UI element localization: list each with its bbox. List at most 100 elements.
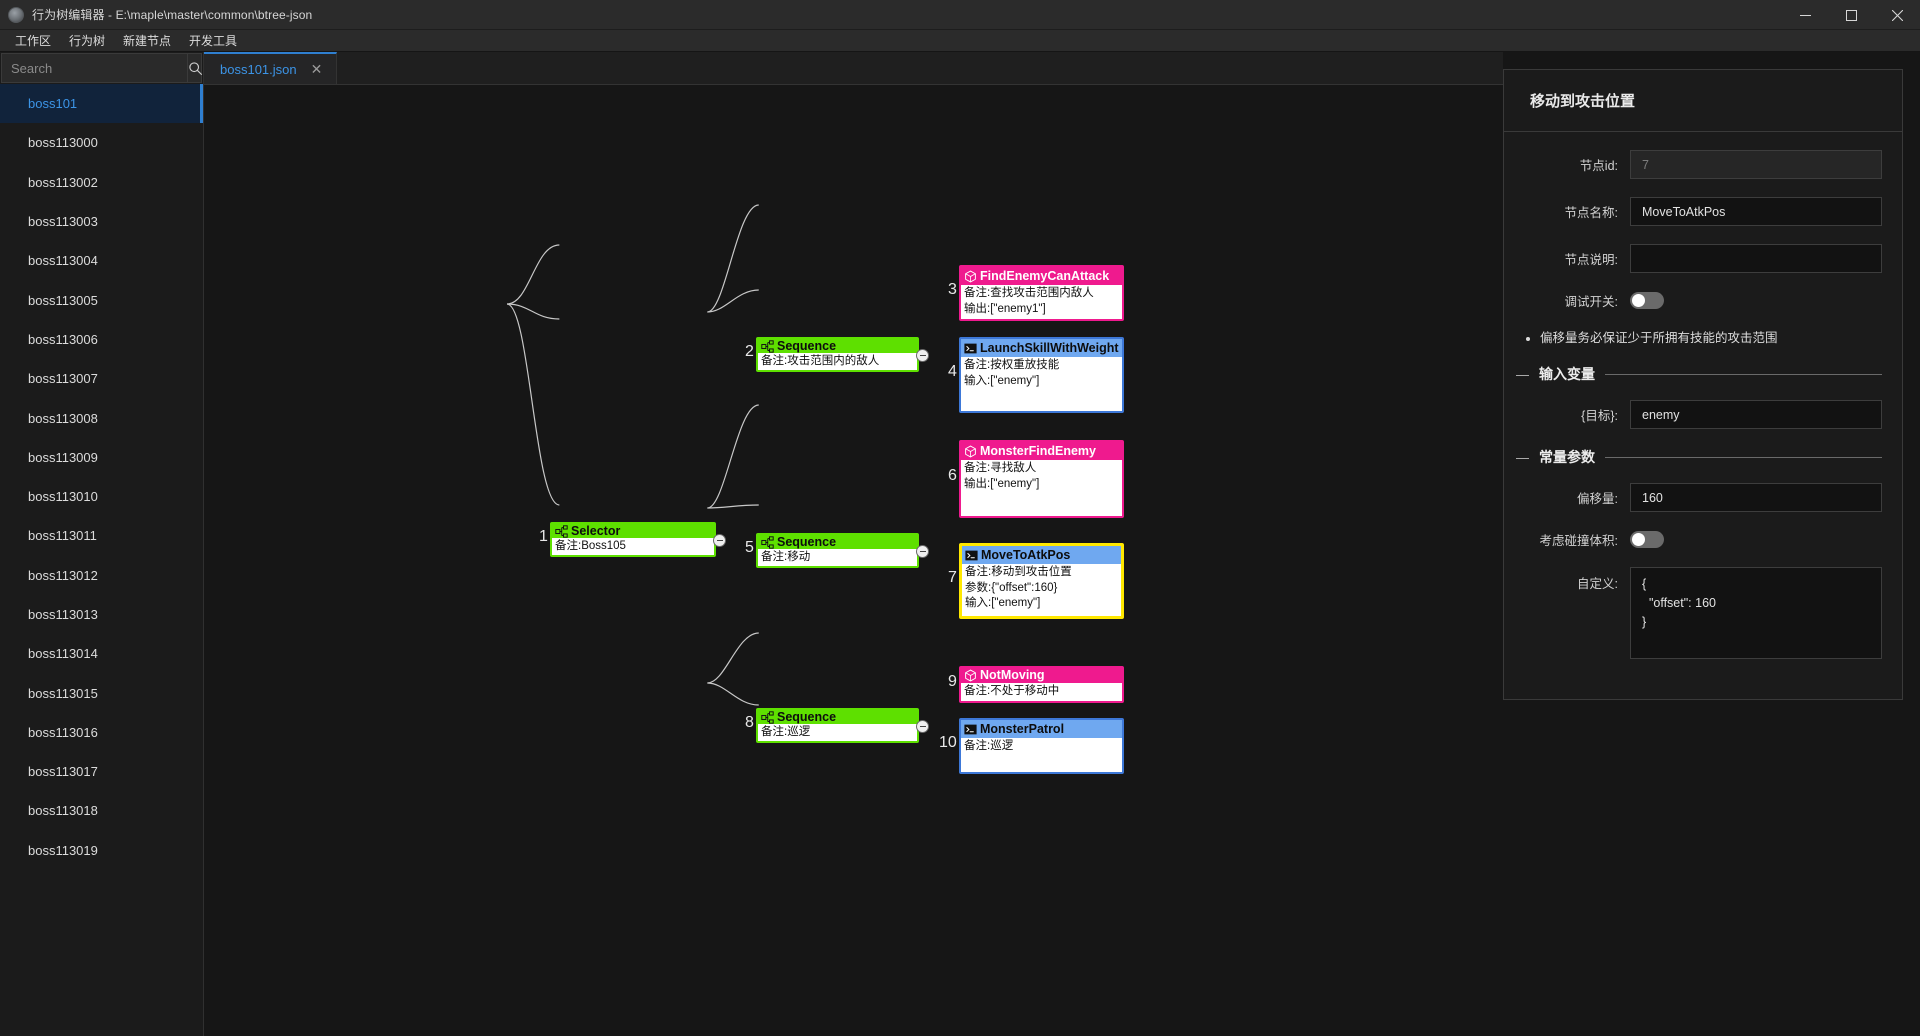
sidebar-item-label: boss113018 xyxy=(28,803,98,819)
field-input[interactable] xyxy=(1630,483,1882,512)
tab-bar: boss101.json ✕ xyxy=(204,52,1503,85)
sidebar-item-label: boss113000 xyxy=(28,135,98,151)
sidebar-item-boss113004[interactable]: boss113004 xyxy=(0,241,203,280)
sidebar-item-boss113007[interactable]: boss113007 xyxy=(0,359,203,398)
sidebar-item-boss113009[interactable]: boss113009 xyxy=(0,438,203,477)
menu-new-node[interactable]: 新建节点 xyxy=(123,34,172,48)
node-line: 备注:移动 xyxy=(761,551,811,563)
node-index: 9 xyxy=(948,672,957,690)
sidebar-item-boss113005[interactable]: boss113005 xyxy=(0,280,203,319)
sidebar-item-label: boss113013 xyxy=(28,607,98,622)
sidebar-item-boss113006[interactable]: boss113006 xyxy=(0,320,203,359)
node-body: 备注:Boss105 xyxy=(552,538,714,555)
collapse-icon[interactable]: — xyxy=(1516,366,1529,382)
node-name-input[interactable] xyxy=(1630,197,1882,226)
tab-close-icon[interactable]: ✕ xyxy=(310,61,323,77)
console-icon xyxy=(965,550,978,560)
minimize-icon xyxy=(1799,14,1811,16)
sidebar-item-boss113002[interactable]: boss113002 xyxy=(0,163,203,202)
menu-workspace[interactable]: 工作区 xyxy=(15,34,52,48)
sidebar-item-boss113008[interactable]: boss113008 xyxy=(0,398,203,437)
field-textarea[interactable] xyxy=(1630,567,1882,659)
collapse-icon[interactable]: — xyxy=(1516,449,1529,465)
node-collapse-port[interactable] xyxy=(916,348,929,362)
sidebar-item-label: boss113011 xyxy=(28,528,97,544)
menu-behaviortree[interactable]: 行为树 xyxy=(69,34,106,48)
sidebar-item-label: boss113002 xyxy=(28,174,98,190)
maximize-icon xyxy=(1845,9,1857,21)
window-controls xyxy=(1782,0,1920,30)
sidebar-item-label: boss113019 xyxy=(28,842,98,858)
node-title: FindEnemyCanAttack xyxy=(980,269,1110,283)
search-bar xyxy=(1,53,202,83)
sidebar-item-boss113003[interactable]: boss113003 xyxy=(0,202,203,241)
node-line: 输入:["enemy"] xyxy=(964,374,1040,387)
debug-switch-toggle[interactable] xyxy=(1630,292,1664,309)
field-node-desc: 节点说明: xyxy=(1504,244,1882,273)
sidebar-item-boss113000[interactable]: boss113000 xyxy=(0,123,203,162)
section-rule xyxy=(1605,456,1882,458)
node-index: 6 xyxy=(948,467,957,484)
sidebar-item-boss113016[interactable]: boss113016 xyxy=(0,713,203,752)
field-input[interactable] xyxy=(1630,400,1882,429)
node-index: 3 xyxy=(948,281,957,298)
field-node-id: 节点id: xyxy=(1504,150,1882,179)
node-title: Selector xyxy=(571,524,621,538)
close-button[interactable] xyxy=(1874,0,1920,30)
sidebar-item-boss113015[interactable]: boss113015 xyxy=(0,673,203,712)
sidebar-item-boss113019[interactable]: boss113019 xyxy=(0,831,203,870)
graph-edges xyxy=(506,204,759,706)
sidebar-item-boss113017[interactable]: boss113017 xyxy=(0,752,203,791)
window-title: 行为树编辑器 - E:\maple\master\common\btree-js… xyxy=(32,8,313,22)
node-collapse-port[interactable] xyxy=(713,533,726,547)
field-row: 自定义: xyxy=(1504,567,1882,659)
field-row: {目标}: xyxy=(1504,400,1882,429)
sidebar-item-boss113013[interactable]: boss113013 xyxy=(0,595,203,634)
search-input[interactable] xyxy=(2,54,187,82)
node-id-input[interactable] xyxy=(1630,150,1882,179)
node-line: 备注:查找攻击范围内敌人 xyxy=(964,287,1094,299)
sidebar-item-boss113011[interactable]: boss113011 xyxy=(0,516,203,555)
sidebar-item-boss113010[interactable]: boss113010 xyxy=(0,477,203,516)
toggle-knob xyxy=(1632,533,1645,546)
node-collapse-port[interactable] xyxy=(916,544,929,558)
sidebar-item-boss113018[interactable]: boss113018 xyxy=(0,791,203,830)
sidebar-item-boss113014[interactable]: boss113014 xyxy=(0,634,203,673)
graph-node-FindEnemyCanAttack[interactable]: FindEnemyCanAttack 备注:查找攻击范围内敌人输出:["enemy… xyxy=(959,265,1124,321)
node-desc-input[interactable] xyxy=(1630,244,1882,273)
tab-boss101-json[interactable]: boss101.json ✕ xyxy=(204,52,338,84)
node-collapse-port[interactable] xyxy=(916,719,929,733)
field-row: 考虑碰撞体积: xyxy=(1504,530,1882,549)
node-body: 备注:攻击范围内的敌人 xyxy=(758,353,917,370)
sidebar-item-boss113012[interactable]: boss113012 xyxy=(0,556,203,595)
tree-node-icon xyxy=(761,710,774,724)
node-header: NotMoving xyxy=(961,668,1122,683)
node-index: 8 xyxy=(745,713,754,731)
field-toggle[interactable] xyxy=(1630,531,1664,548)
node-index: 7 xyxy=(948,569,957,586)
node-body: 备注:移动到攻击位置参数:{"offset":160}输入:["enemy"] xyxy=(962,564,1121,616)
maximize-button[interactable] xyxy=(1828,0,1874,30)
node-body: 备注:寻找敌人输出:["enemy"] xyxy=(961,460,1122,516)
section-header-输入变量: —输入变量 xyxy=(1504,364,1882,384)
minimize-button[interactable] xyxy=(1782,0,1828,30)
menu-devtools[interactable]: 开发工具 xyxy=(189,34,238,48)
field-node-desc-label: 节点说明: xyxy=(1564,253,1618,267)
node-body: 备注:查找攻击范围内敌人输出:["enemy1"] xyxy=(961,285,1122,319)
node-line: 备注:寻找敌人 xyxy=(964,462,1037,474)
sidebar-item-boss101[interactable]: boss101 xyxy=(0,84,203,124)
search-button[interactable] xyxy=(187,54,203,82)
node-title: MonsterPatrol xyxy=(980,722,1065,736)
